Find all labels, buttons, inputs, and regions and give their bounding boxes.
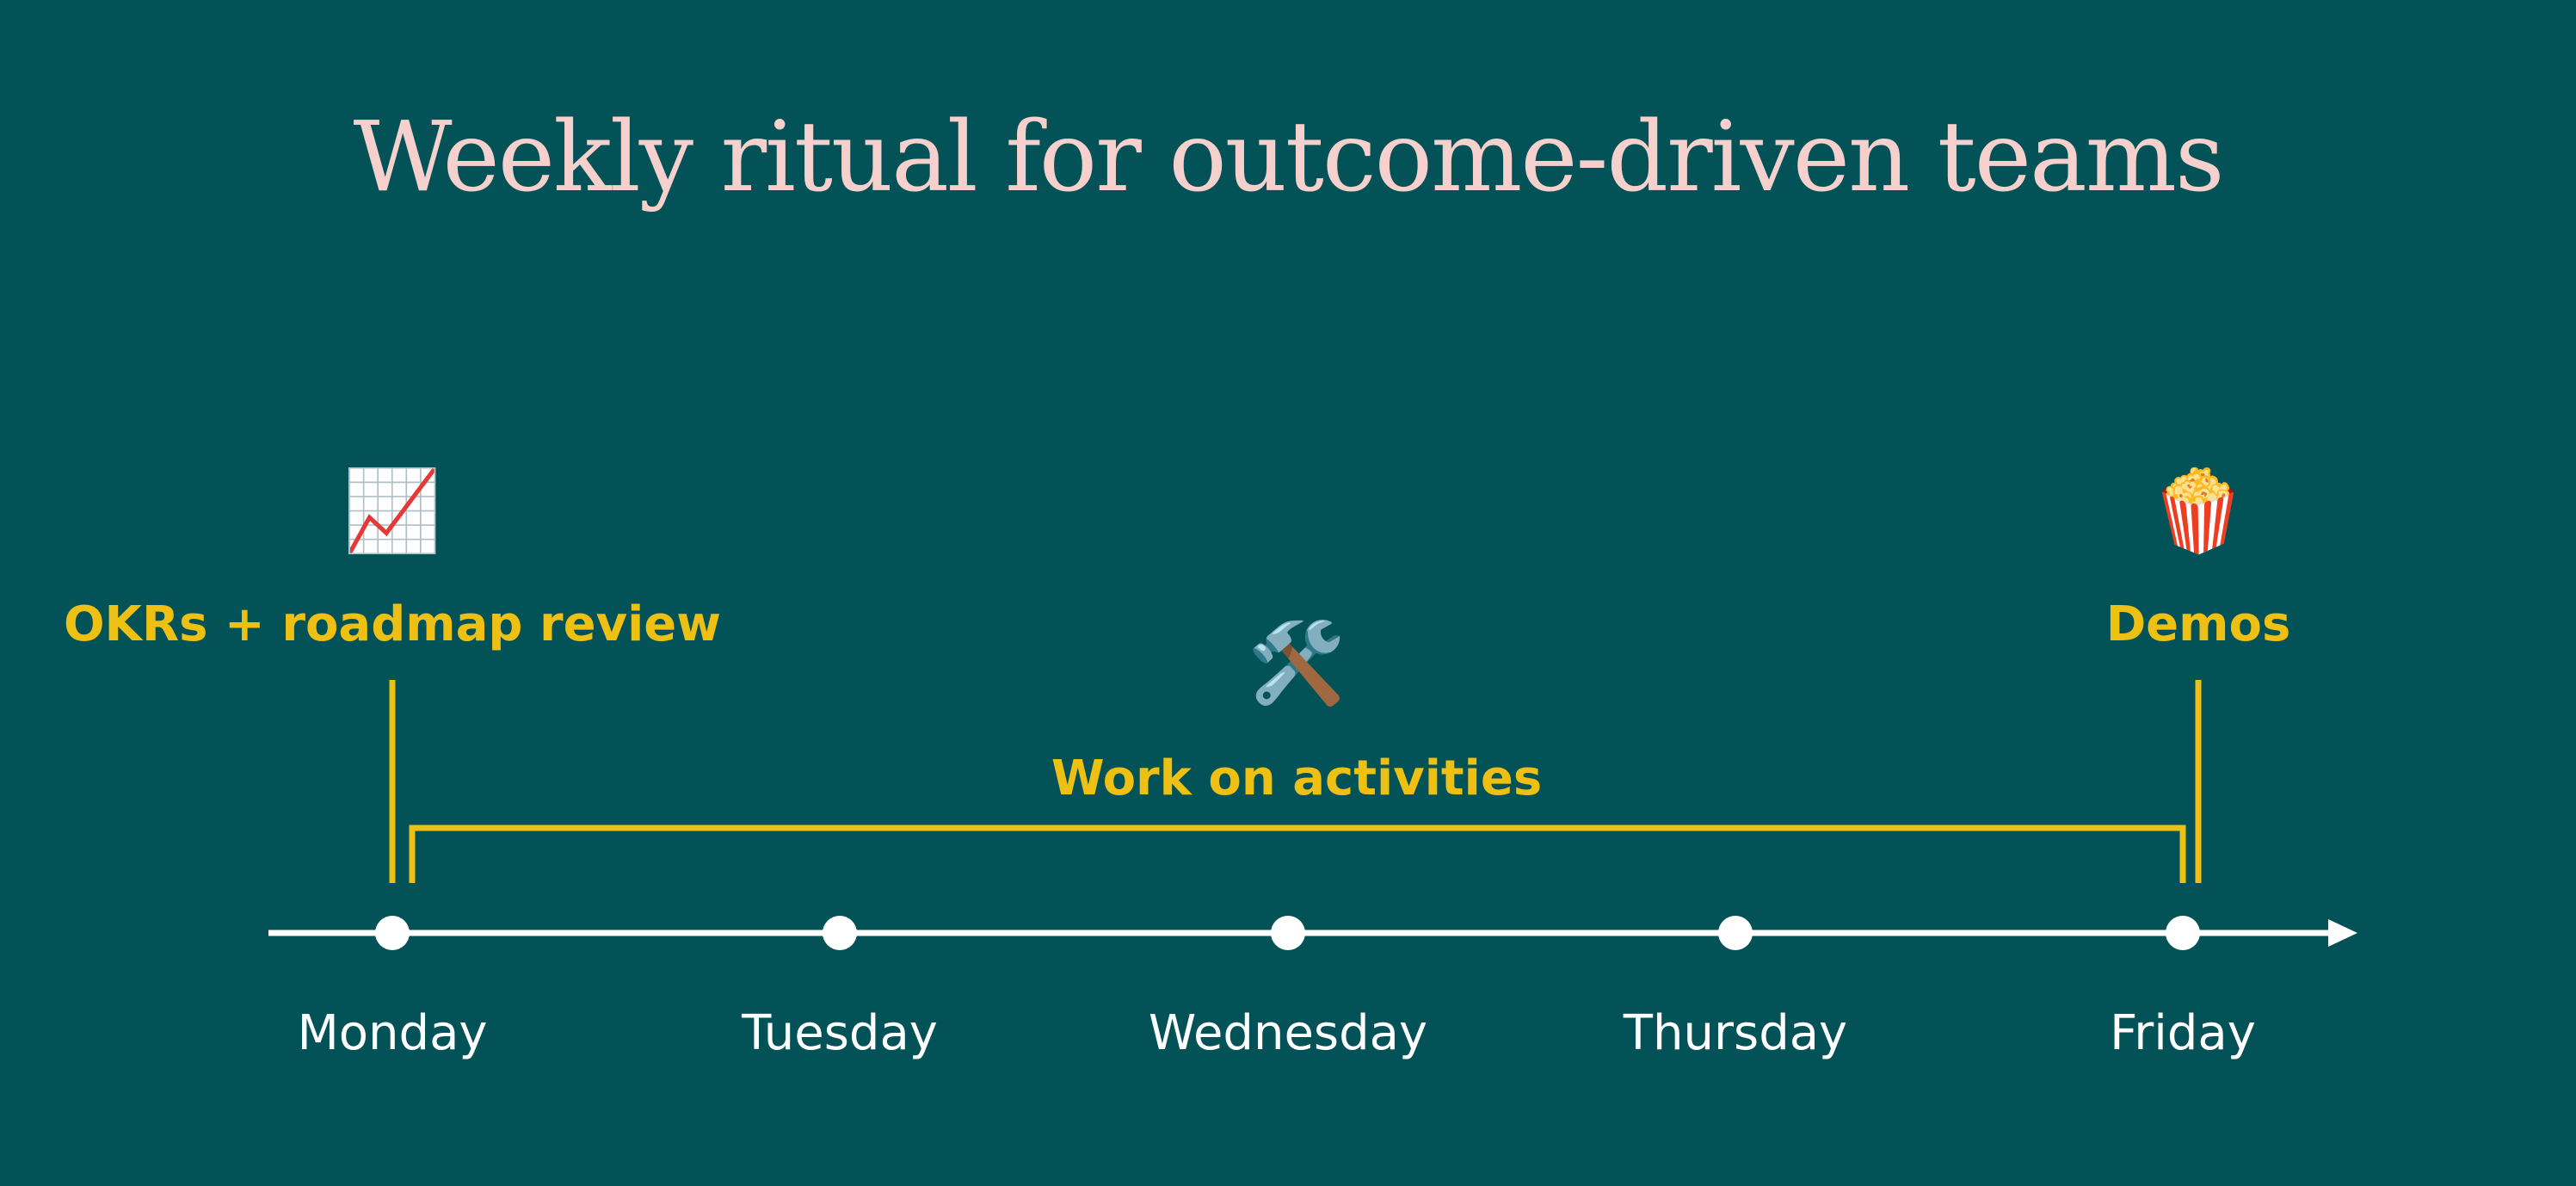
day-marker-friday [2166,916,2200,950]
day-label-thursday: Thursday [1623,1005,1848,1061]
day-marker-monday [375,916,410,950]
work-bracket [409,825,2186,883]
page-title: Weekly ritual for outcome-driven teams [353,102,2225,213]
day-label-friday: Friday [2110,1005,2256,1061]
day-label-tuesday: Tuesday [742,1005,938,1061]
day-marker-thursday [1718,916,1753,950]
day-label-wednesday: Wednesday [1148,1005,1428,1061]
timeline-arrowhead [2328,919,2357,947]
demos-label: Demos [2105,596,2291,652]
popcorn-icon: 🍿 [2148,465,2248,557]
chart-increasing-icon: 📈 [342,465,442,557]
day-marker-tuesday [823,916,857,950]
day-label-monday: Monday [297,1005,488,1061]
day-marker-wednesday [1271,916,1305,950]
hammer-and-wrench-icon: 🛠️ [1247,617,1347,709]
okr-review-label: OKRs + roadmap review [63,596,722,652]
work-label: Work on activities [1051,751,1543,806]
